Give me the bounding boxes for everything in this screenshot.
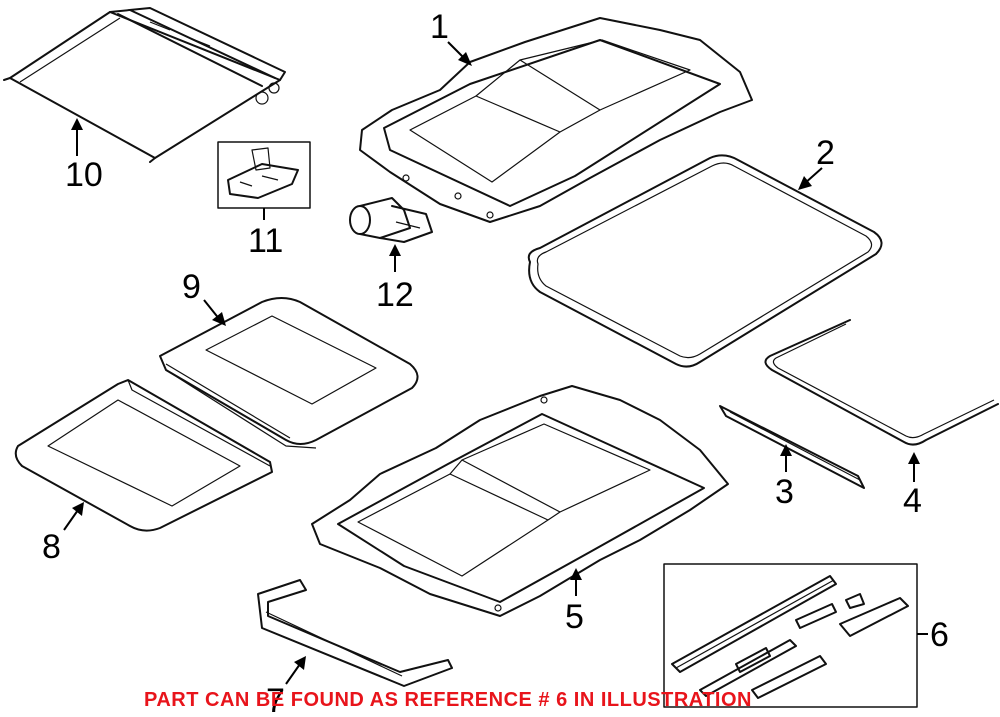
part-8-glass-panel [14, 379, 273, 532]
callout-4: 4 [903, 482, 922, 520]
callout-11: 11 [248, 222, 283, 260]
part-2-seal [527, 154, 883, 368]
leader-9 [203, 299, 226, 326]
callout-6: 6 [930, 616, 949, 654]
leader-8 [63, 502, 84, 531]
callout-10: 10 [65, 156, 103, 194]
part-10-sunshade [3, 7, 286, 163]
callout-3: 3 [775, 473, 794, 511]
part-9-glass-panel [159, 297, 419, 449]
part-4-seal [764, 319, 999, 446]
leader-7 [285, 656, 306, 685]
part-11-bracket [217, 141, 311, 209]
part-6-rail-kit [663, 563, 918, 708]
callout-9: 9 [182, 268, 201, 306]
callout-5: 5 [565, 598, 584, 636]
leader-3 [780, 444, 792, 472]
leader-5 [570, 568, 582, 596]
callout-7: 7 [266, 682, 285, 717]
part-5-frame [311, 385, 729, 617]
leader-10 [71, 118, 83, 156]
callout-8: 8 [42, 528, 61, 566]
part-3-deflector [719, 405, 865, 489]
callout-12: 12 [376, 276, 414, 314]
leader-1 [447, 41, 472, 66]
callout-2: 2 [816, 134, 835, 172]
leader-12 [389, 244, 401, 272]
reference-note: PART CAN BE FOUND AS REFERENCE # 6 IN IL… [144, 689, 752, 711]
part-12-motor [349, 197, 433, 243]
part-7-trim [257, 579, 453, 687]
leader-4 [908, 452, 920, 482]
leader-2 [798, 167, 823, 190]
callout-1: 1 [430, 8, 449, 46]
part-1-frame-assembly [359, 17, 753, 223]
